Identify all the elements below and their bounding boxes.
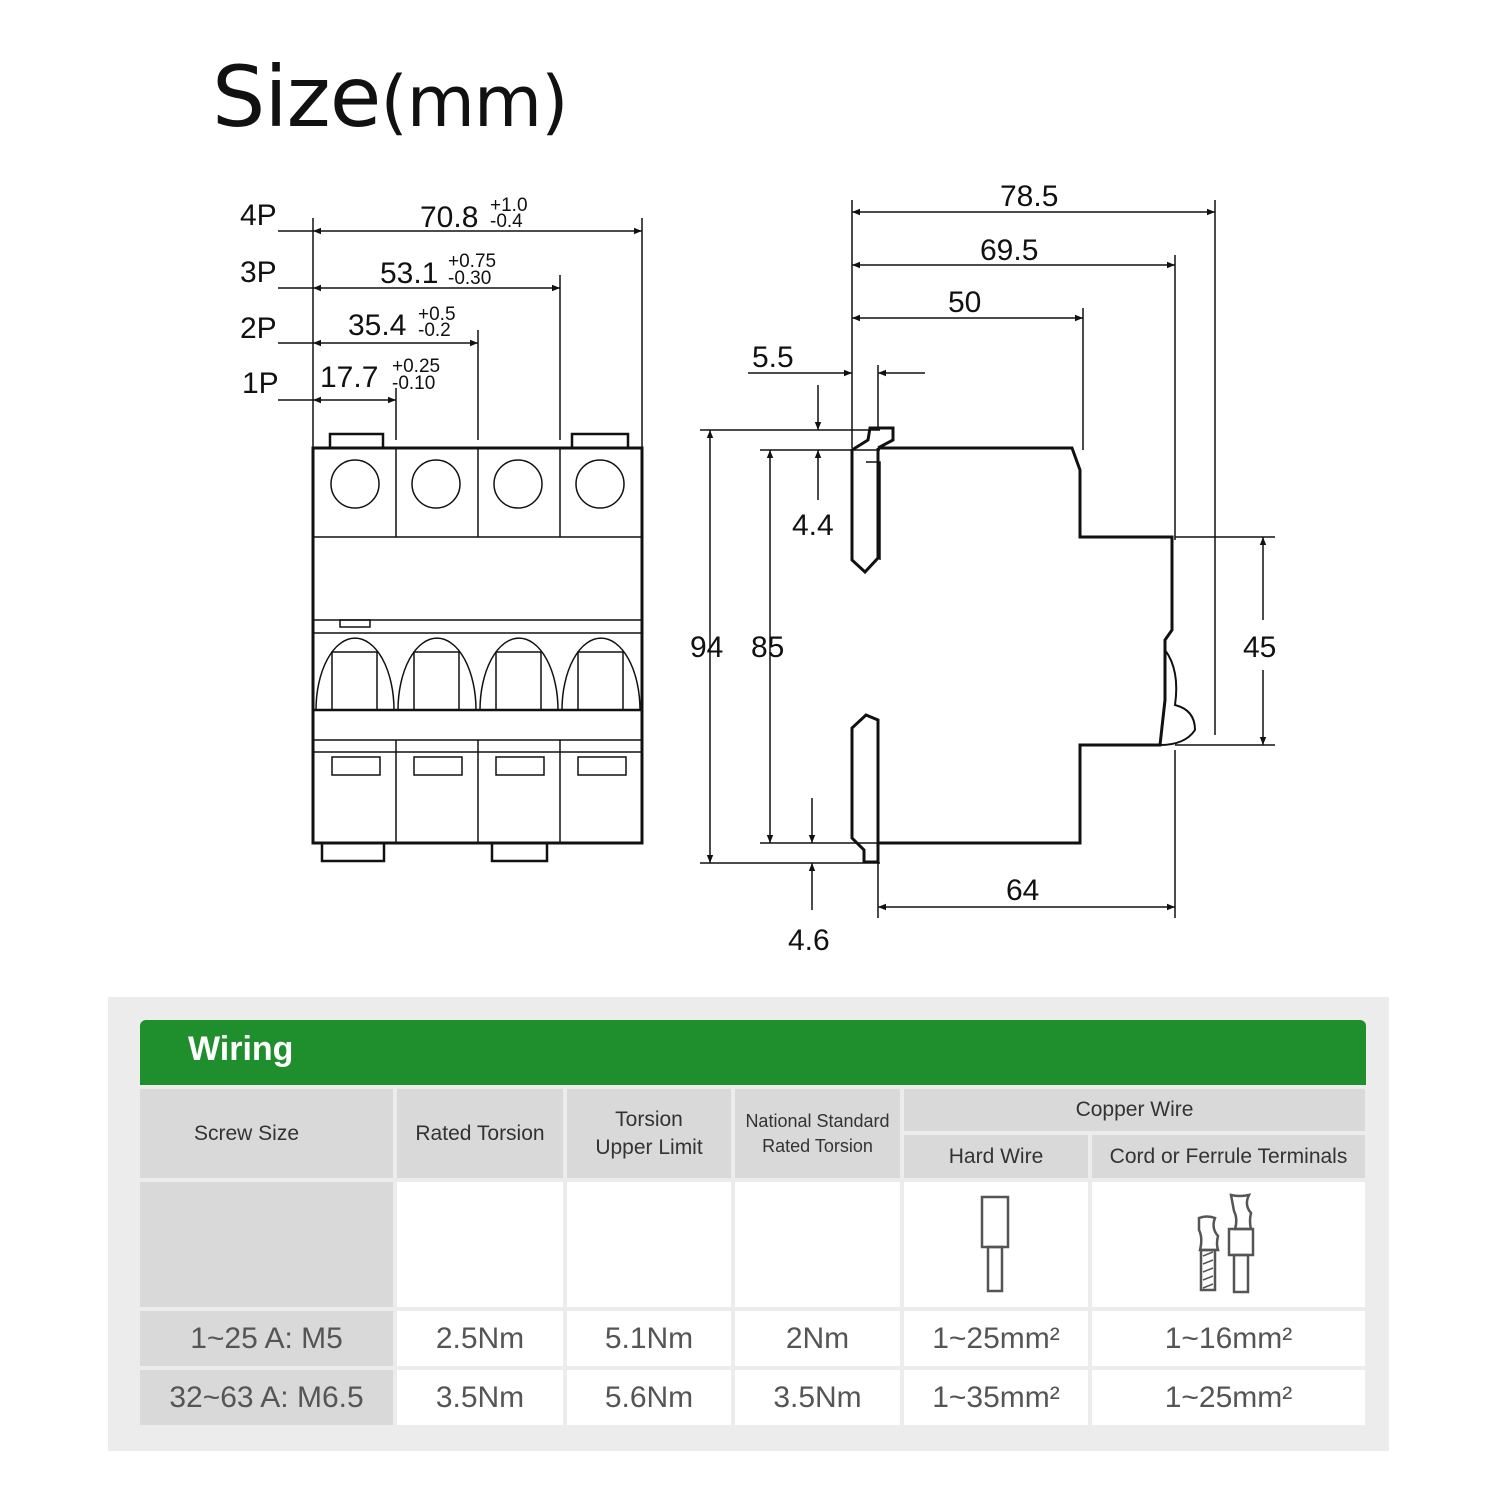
header-national-line1: National Standard	[745, 1110, 890, 1131]
dim-value-3p: 53.1	[380, 257, 438, 290]
row2-screw-size: 32~63 A: M6.5	[140, 1370, 393, 1425]
hard-wire-icon-cell	[904, 1182, 1088, 1307]
dim-value-2p: 35.4	[348, 309, 406, 342]
row1-rated-torsion: 2.5Nm	[397, 1311, 563, 1366]
title-unit: (mm)	[380, 61, 568, 143]
dimension-drawing: 4P 70.8 +1.0 -0.4 3P 53.1 +0.75 -0.30 2P…	[240, 180, 1276, 957]
dim-tol-plus-2p: +0.5	[418, 304, 456, 325]
header-copper-wire: Copper Wire	[904, 1089, 1365, 1131]
front-dimension-lines	[278, 218, 643, 448]
header-torsion-line1: Torsion	[615, 1107, 683, 1131]
header-screw-size: Screw Size	[140, 1089, 393, 1178]
row2-upper-limit: 5.6Nm	[567, 1370, 731, 1425]
dim-label-2p: 2P	[240, 312, 277, 345]
dim-value-1p: 17.7	[320, 361, 378, 394]
header-national-line2: Rated Torsion	[762, 1135, 873, 1156]
wiring-table-header: Wiring	[140, 1020, 1366, 1085]
dim-top-offset: 4.4	[792, 509, 834, 542]
dim-bottom-offset: 4.6	[788, 924, 830, 957]
dim-height-total: 94	[690, 631, 723, 664]
breaker-side-view	[850, 426, 1197, 864]
header-rated-torsion: Rated Torsion	[397, 1089, 563, 1178]
dim-depth-total: 78.5	[1000, 180, 1058, 213]
icon-row-cell	[397, 1182, 563, 1307]
header-hard-wire: Hard Wire	[904, 1135, 1088, 1178]
dim-label-3p: 3P	[240, 256, 277, 289]
row2-national: 3.5Nm	[735, 1370, 900, 1425]
row1-cord: 1~16mm²	[1092, 1311, 1365, 1366]
dim-tol-minus-4p: -0.4	[490, 211, 523, 232]
row2-hard-wire: 1~35mm²	[904, 1370, 1088, 1425]
dim-height-body: 85	[751, 631, 784, 664]
dim-bottom-depth: 64	[1006, 874, 1039, 907]
title-text: Size	[212, 48, 381, 146]
dim-front-height: 45	[1243, 631, 1276, 664]
dim-label-4p: 4P	[240, 199, 277, 232]
row2-rated-torsion: 3.5Nm	[397, 1370, 563, 1425]
icon-row-cell	[735, 1182, 900, 1307]
row1-screw-size: 1~25 A: M5	[140, 1311, 393, 1366]
row2-cord: 1~25mm²	[1092, 1370, 1365, 1425]
dim-depth-handle: 69.5	[980, 234, 1038, 267]
dim-tol-minus-2p: -0.2	[418, 320, 451, 341]
side-dimension-lines	[700, 200, 1275, 918]
header-cord-ferrule: Cord or Ferrule Terminals	[1092, 1135, 1365, 1178]
ferrule-icon-cell	[1092, 1182, 1365, 1307]
header-national-standard: National Standard Rated Torsion	[735, 1089, 900, 1178]
dim-tol-plus-1p: +0.25	[392, 356, 440, 377]
dim-tol-minus-3p: -0.30	[448, 268, 491, 289]
dim-depth-step: 50	[948, 286, 981, 319]
wiring-title: Wiring	[188, 1030, 294, 1068]
dim-label-1p: 1P	[242, 367, 279, 400]
dim-tol-plus-4p: +1.0	[490, 195, 528, 216]
dim-tol-plus-3p: +0.75	[448, 251, 496, 272]
icon-row-screw-cell	[140, 1182, 393, 1307]
row1-national: 2Nm	[735, 1311, 900, 1366]
cord-ferrule-icon	[1197, 1192, 1254, 1293]
hard-wire-icon	[980, 1195, 1010, 1292]
header-torsion-line2: Upper Limit	[595, 1135, 703, 1159]
dim-value-4p: 70.8	[420, 201, 478, 234]
row1-upper-limit: 5.1Nm	[567, 1311, 731, 1366]
dim-rail-offset: 5.5	[752, 341, 794, 374]
breaker-front-view	[311, 432, 644, 863]
row1-hard-wire: 1~25mm²	[904, 1311, 1088, 1366]
dim-tol-minus-1p: -0.10	[392, 373, 435, 394]
header-torsion-upper-limit: Torsion Upper Limit	[567, 1089, 731, 1178]
icon-row-cell	[567, 1182, 731, 1307]
page-title: Size(mm)	[212, 48, 568, 146]
